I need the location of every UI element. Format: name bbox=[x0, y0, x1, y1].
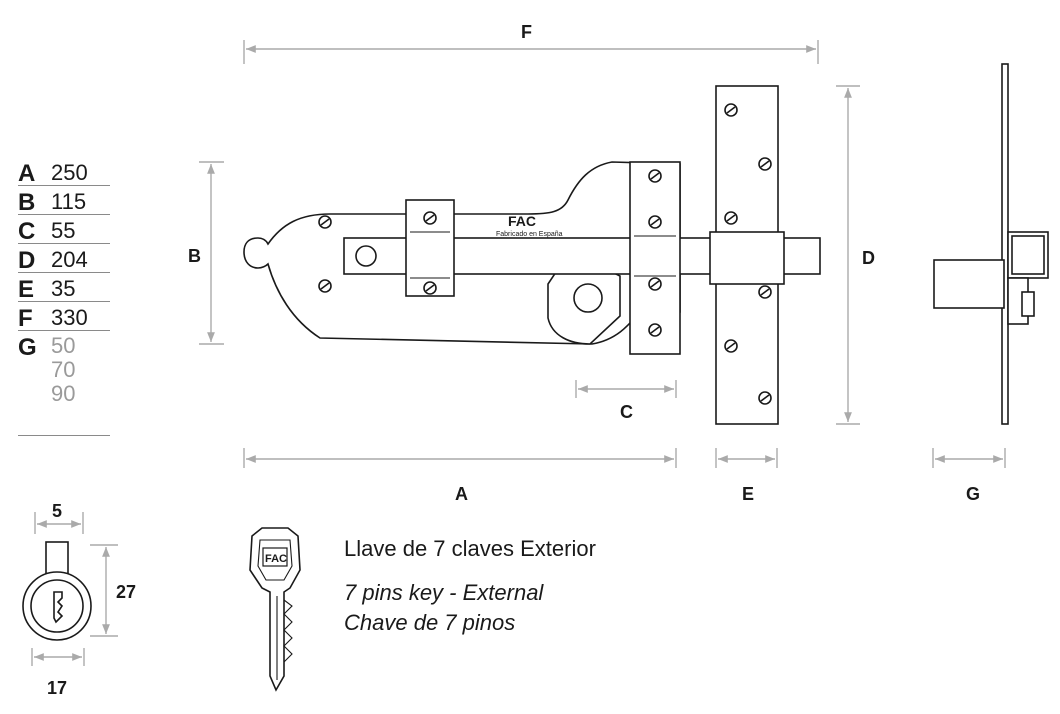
dimension-value: 204 bbox=[51, 247, 88, 272]
dimension-letter: A bbox=[18, 160, 36, 187]
dimension-letter: D bbox=[18, 247, 36, 274]
cylinder-width-label: 5 bbox=[52, 501, 62, 521]
dimension-g: G bbox=[932, 448, 1006, 504]
dimension-letter: F bbox=[18, 305, 33, 332]
bolt-side-view bbox=[933, 63, 1049, 425]
screw-icon bbox=[758, 157, 772, 171]
dimension-letter: G bbox=[18, 334, 37, 361]
dimension-e: E bbox=[715, 448, 778, 504]
dimension-value: 330 bbox=[51, 305, 88, 330]
plate-made-in: Fabricado en España bbox=[496, 231, 563, 238]
screw-icon bbox=[423, 281, 437, 295]
label-c: C bbox=[620, 402, 633, 422]
screw-icon bbox=[648, 215, 662, 229]
dimension-value: 55 bbox=[51, 218, 76, 243]
dimension-b: B bbox=[188, 161, 224, 345]
dimension-value: 35 bbox=[51, 276, 76, 301]
screw-icon bbox=[648, 169, 662, 183]
cylinder-height-label: 27 bbox=[116, 582, 136, 602]
right-guide bbox=[629, 161, 681, 355]
dimension-row-c: C 55 bbox=[18, 215, 110, 245]
screw-icon bbox=[758, 391, 772, 405]
dimension-d: D bbox=[836, 85, 875, 425]
bolt-knob-hole bbox=[355, 245, 377, 267]
label-f: F bbox=[521, 22, 532, 42]
screw-icon bbox=[724, 103, 738, 117]
cylinder-detail: 5 27 17 bbox=[22, 501, 136, 698]
screw-icon bbox=[724, 339, 738, 353]
dimension-row-b: B 115 bbox=[18, 186, 110, 216]
dimension-row-a: A 250 bbox=[18, 157, 110, 187]
dimension-a: A bbox=[243, 448, 677, 504]
label-e: E bbox=[742, 484, 754, 504]
label-b: B bbox=[188, 246, 201, 266]
screw-icon bbox=[724, 211, 738, 225]
bolt-front-view: FAC Fabricado en España bbox=[243, 161, 821, 355]
screw-icon bbox=[758, 285, 772, 299]
dimension-value: 250 bbox=[51, 160, 88, 185]
dimension-c: C bbox=[575, 380, 677, 422]
dimension-value: 70 bbox=[51, 357, 76, 382]
dimension-row-g: G 50 70 90 bbox=[18, 331, 110, 436]
cylinder-diameter-label: 17 bbox=[47, 678, 67, 698]
dimension-g-values: 50 70 90 bbox=[51, 334, 75, 406]
screw-icon bbox=[648, 277, 662, 291]
label-d: D bbox=[862, 248, 875, 268]
key-description-pt: Chave de 7 pinos bbox=[344, 610, 516, 635]
plate-logo: FAC bbox=[508, 213, 536, 229]
dimension-row-f: F 330 bbox=[18, 302, 110, 332]
key-badge: FAC bbox=[265, 553, 287, 565]
dimension-table: A 250 B 115 C 55 D 204 E 35 F 330 G 50 7… bbox=[18, 157, 110, 436]
key-description-en: 7 pins key - External bbox=[344, 580, 544, 605]
label-g: G bbox=[966, 484, 980, 504]
keyhole-circle bbox=[573, 283, 603, 313]
dimension-f: F bbox=[243, 22, 819, 64]
dimension-letter: B bbox=[18, 189, 36, 216]
key-description-es: Llave de 7 claves Exterior bbox=[344, 536, 596, 561]
screw-icon bbox=[648, 323, 662, 337]
dimension-value: 50 bbox=[51, 333, 76, 358]
screw-icon bbox=[423, 211, 437, 225]
screw-icon bbox=[318, 279, 332, 293]
key-icon: FAC bbox=[249, 527, 301, 692]
keeper-plate bbox=[709, 85, 785, 425]
label-a: A bbox=[455, 484, 468, 504]
dimension-row-d: D 204 bbox=[18, 244, 110, 274]
dimension-letter: C bbox=[18, 218, 36, 245]
dimension-letter: E bbox=[18, 276, 35, 303]
dimension-value: 90 bbox=[51, 381, 76, 406]
dimension-value: 115 bbox=[51, 189, 87, 214]
screw-icon bbox=[318, 215, 332, 229]
dimension-row-e: E 35 bbox=[18, 273, 110, 303]
